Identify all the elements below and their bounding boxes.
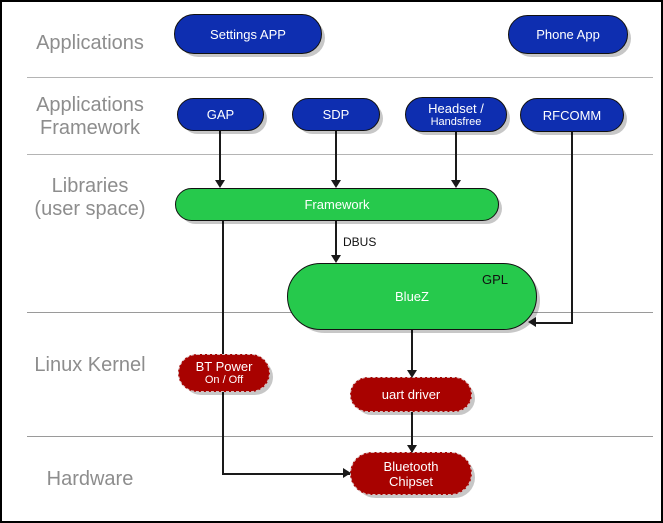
layer-label-applications-framework: Applications Framework [36, 94, 144, 139]
edge-rfcomm-to-bluez-hline [536, 322, 573, 324]
node-headset-handsfree-label: Headset / [428, 100, 484, 116]
node-bluez-label: BlueZ [395, 289, 429, 304]
layer-label-linux-kernel: Linux Kernel [34, 354, 146, 376]
layer-label-libraries: Libraries (user space) [34, 175, 146, 220]
edge-bluez-to-uart-line [411, 330, 413, 375]
edge-uart-to-chipset-line [411, 412, 413, 452]
divider-kernel-hardware [27, 436, 653, 437]
edge-rfcomm-to-bluez-arrow [528, 317, 536, 327]
edge-rfcomm-to-bluez-vline [571, 130, 573, 323]
node-bt-power[interactable]: BT Power On / Off [178, 354, 270, 392]
node-gap-label: GAP [206, 107, 235, 122]
node-bt-power-sublabel: On / Off [204, 374, 244, 386]
node-bluetooth-chipset-label: Bluetooth [383, 458, 439, 474]
node-sdp-label: SDP [322, 107, 350, 122]
divider-applications-framework [27, 77, 653, 78]
node-gap[interactable]: GAP [177, 98, 264, 131]
edge-framework-to-bluez-arrow [331, 255, 341, 263]
edge-framework-to-bluez-line [335, 220, 337, 258]
edge-gap-to-framework-line [219, 130, 221, 182]
node-framework[interactable]: Framework [175, 188, 499, 221]
layer-label-applications: Applications [36, 32, 144, 54]
edge-sdp-to-framework-line [335, 130, 337, 182]
node-headset-handsfree[interactable]: Headset / Handsfree [405, 97, 507, 132]
node-bluetooth-chipset[interactable]: Bluetooth Chipset [350, 452, 472, 495]
node-uart-driver-label: uart driver [381, 387, 441, 402]
edge-bluez-to-uart-arrow [407, 370, 417, 378]
node-headset-handsfree-sublabel: Handsfree [430, 115, 482, 128]
edge-framework-to-chipset-hline [222, 473, 350, 475]
node-phone-app-label: Phone App [536, 27, 600, 42]
edge-gap-to-framework-arrow [215, 180, 225, 188]
node-settings-app-label: Settings APP [210, 26, 286, 42]
node-sdp[interactable]: SDP [292, 98, 380, 131]
node-framework-label: Framework [304, 197, 370, 212]
edge-framework-to-chipset-arrow [343, 468, 351, 478]
divider-framework-libraries [27, 154, 653, 155]
edge-headset-to-framework-line [455, 130, 457, 182]
edge-sdp-to-framework-arrow [331, 180, 341, 188]
node-rfcomm-label: RFCOMM [542, 107, 602, 123]
node-settings-app[interactable]: Settings APP [174, 14, 322, 54]
node-rfcomm[interactable]: RFCOMM [520, 98, 624, 132]
node-bluez-license-badge: GPL [482, 272, 509, 287]
node-uart-driver[interactable]: uart driver [350, 377, 472, 412]
edge-uart-to-chipset-arrow [407, 445, 417, 453]
node-bt-power-label: BT Power [195, 359, 253, 374]
edge-framework-to-chipset-vline [222, 220, 224, 474]
node-bluetooth-chipset-sublabel: Chipset [388, 473, 434, 489]
edge-label-dbus: DBUS [343, 235, 377, 249]
edge-headset-to-framework-arrow [451, 180, 461, 188]
node-bluez[interactable]: BlueZ [287, 263, 537, 330]
node-phone-app[interactable]: Phone App [508, 15, 628, 54]
layer-label-hardware: Hardware [46, 468, 134, 490]
